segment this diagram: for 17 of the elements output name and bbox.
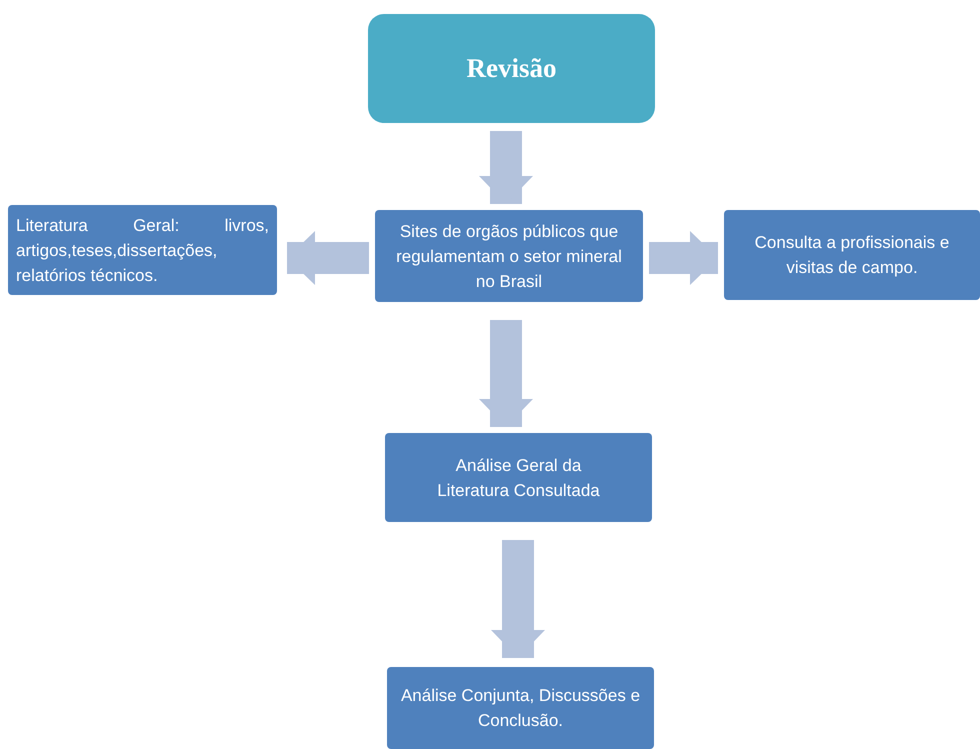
process-box [8, 205, 277, 295]
block-arrow [479, 131, 533, 204]
process-box [385, 433, 652, 522]
process-box [387, 667, 654, 749]
box-text: Sites de orgãos públicos que regulamentam o setor mineral no Brasil [395, 220, 623, 292]
block-arrow [491, 540, 545, 658]
block-arrow [287, 231, 369, 285]
box-text: Revisão [466, 56, 556, 81]
box-text: Análise Geral da Literatura Consultada [436, 454, 601, 502]
box-text: Análise Conjunta, Discussões e Conclusão. [400, 685, 642, 732]
block-arrow [479, 320, 533, 427]
block-arrow [649, 231, 718, 285]
box-text: Literatura Geral: livros, artigos,teses,dissertações, relatórios técnicos. [16, 214, 269, 286]
process-box [375, 210, 643, 302]
box-text: Consulta a profissionais e visitas de campo. [754, 232, 950, 279]
process-box [724, 210, 980, 300]
title-box [368, 14, 655, 123]
